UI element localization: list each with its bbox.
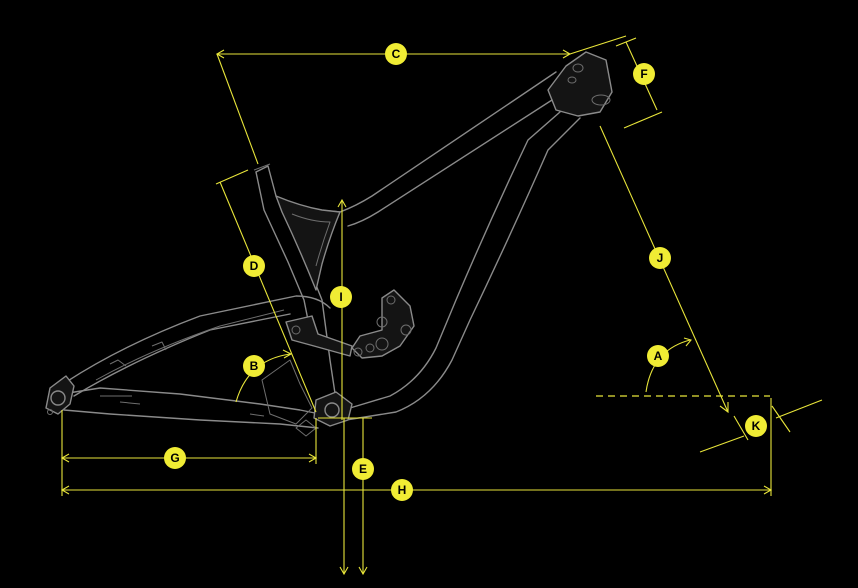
rear-axle — [50, 390, 66, 406]
dimension-k-tick — [771, 405, 791, 433]
dimension-j-line — [599, 125, 729, 413]
badge-j: J — [649, 247, 671, 269]
badge-g-label: G — [170, 451, 179, 465]
badge-circle — [385, 43, 407, 65]
badge-i: I — [330, 286, 352, 308]
dimension-f-tick — [615, 37, 637, 47]
dimension-d-tick — [215, 169, 249, 185]
badge-circle — [164, 447, 186, 469]
rocker-pivot — [375, 337, 389, 351]
dimension-k-tick — [775, 399, 823, 419]
rocker-pivot — [386, 295, 396, 305]
dimension-c-extension — [569, 35, 627, 55]
dimension-a-arrow — [683, 337, 692, 347]
badge-e: E — [352, 458, 374, 480]
rocker-pivot — [376, 316, 388, 328]
dimension-badges: A B C D E F G H — [164, 43, 767, 501]
dimension-d-line — [219, 181, 317, 413]
head-tube-detail — [591, 94, 611, 106]
bottom-bracket-shell — [313, 391, 353, 427]
dimension-j-arrow — [719, 402, 729, 414]
badge-i-label: I — [339, 290, 342, 304]
chain-stay — [61, 387, 321, 415]
dimension-lines — [60, 35, 823, 576]
seat-stay-detail — [109, 341, 167, 367]
badge-a-label: A — [654, 349, 663, 363]
dimension-k-line — [733, 415, 749, 441]
badge-circle — [633, 63, 655, 85]
badge-c-label: C — [392, 47, 401, 61]
badge-d-label: D — [250, 259, 259, 273]
badge-circle — [745, 415, 767, 437]
badge-f-label: F — [640, 67, 647, 81]
dimension-k-tick — [699, 435, 745, 453]
down-tube — [349, 111, 561, 409]
head-tube-detail — [572, 63, 584, 73]
seat-tube-collar — [253, 163, 271, 171]
dropout-bolt — [47, 409, 53, 415]
seat-tube-rear-edge — [255, 171, 313, 341]
rear-shock — [285, 315, 353, 357]
badge-circle — [649, 247, 671, 269]
badge-circle — [647, 345, 669, 367]
rocker-pivot — [353, 347, 363, 357]
badge-circle — [330, 286, 352, 308]
head-tube-detail — [567, 76, 577, 84]
chain-stay-lower — [63, 409, 319, 429]
chain-stay-gusset — [261, 359, 313, 425]
rear-dropout — [45, 375, 75, 415]
rocker-pivot — [365, 343, 375, 353]
badge-c: C — [385, 43, 407, 65]
bottom-bracket — [324, 402, 340, 418]
badge-h: H — [391, 479, 413, 501]
badge-b: B — [243, 355, 265, 377]
dimension-c-extension — [216, 53, 259, 165]
badge-circle — [243, 355, 265, 377]
top-tube-lower-edge — [347, 99, 553, 227]
badge-a: A — [647, 345, 669, 367]
gusset-inner — [291, 213, 331, 267]
badge-circle — [243, 255, 265, 277]
dimension-b-arrow — [282, 349, 293, 359]
seat-stay — [59, 295, 331, 387]
down-tube-lower-edge — [345, 117, 581, 421]
badge-k-label: K — [752, 419, 761, 433]
badge-j-label: J — [657, 251, 664, 265]
badge-d: D — [243, 255, 265, 277]
badge-circle — [352, 458, 374, 480]
badge-h-label: H — [398, 483, 407, 497]
dimension-e-arrow — [339, 566, 368, 576]
gusset — [275, 195, 341, 291]
badge-k: K — [745, 415, 767, 437]
chain-stay-detail — [100, 395, 265, 417]
badge-circle — [391, 479, 413, 501]
top-tube — [317, 71, 557, 213]
seat-stay-detail — [95, 309, 285, 381]
badge-g: G — [164, 447, 186, 469]
badge-b-label: B — [250, 359, 259, 373]
rocker-link — [351, 289, 415, 359]
badge-e-label: E — [359, 462, 367, 476]
badge-f: F — [633, 63, 655, 85]
rocker-pivot — [400, 324, 412, 336]
dimension-f-tick — [623, 111, 663, 129]
head-tube — [547, 51, 613, 117]
dimension-i-arrow — [337, 198, 347, 208]
seat-stay-lower — [73, 313, 291, 397]
shock-eyelet — [291, 325, 301, 335]
bike-frame — [45, 51, 613, 437]
